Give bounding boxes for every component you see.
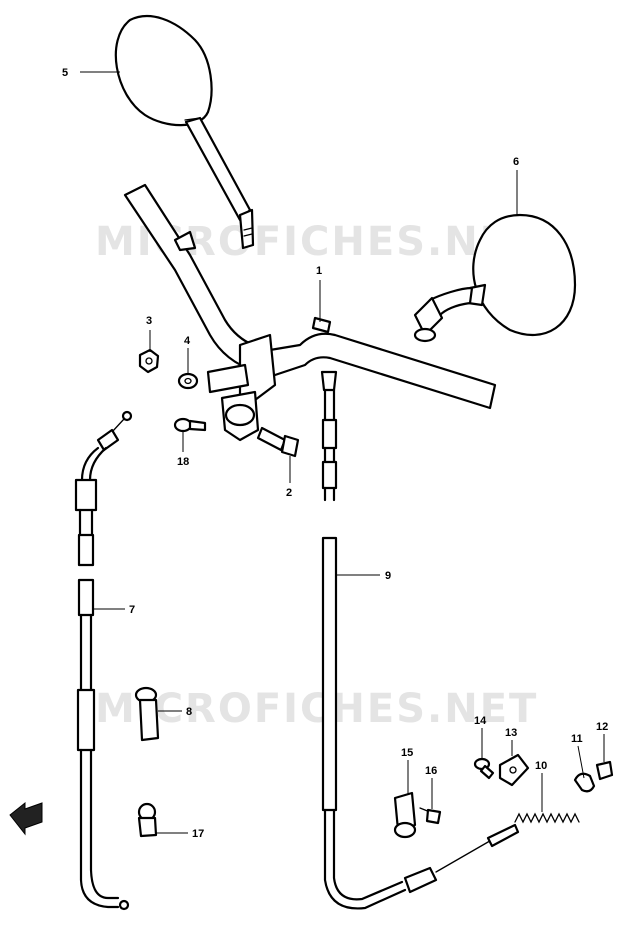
- callout-16: 16: [425, 765, 437, 777]
- callout-5: 5: [62, 67, 68, 79]
- cable-clip: [573, 772, 596, 793]
- bracket-plate: [498, 753, 530, 787]
- left-mirror: [114, 15, 255, 250]
- cable-clamp: [137, 802, 158, 838]
- callout-2: 2: [286, 487, 292, 499]
- throttle-cable: [320, 370, 520, 910]
- cable-guide: [134, 686, 160, 742]
- small-bolt: [473, 757, 495, 780]
- front-arrow-icon: [9, 801, 43, 836]
- callout-11: 11: [571, 733, 583, 745]
- callout-8: 8: [186, 706, 192, 718]
- bolt: [256, 426, 300, 458]
- cable-cap: [595, 760, 614, 781]
- nut: [138, 348, 160, 374]
- holder-screw: [419, 807, 442, 825]
- callout-6: 6: [513, 156, 519, 168]
- callout-15: 15: [401, 747, 413, 759]
- callout-4: 4: [184, 335, 191, 347]
- right-mirror: [413, 213, 577, 343]
- washer: [177, 372, 199, 390]
- callout-3: 3: [146, 315, 152, 327]
- callout-13: 13: [505, 727, 517, 739]
- callout-17: 17: [192, 828, 204, 840]
- handlebar: [123, 183, 497, 442]
- watermark-bottom: MICROFICHES.NET: [95, 686, 538, 732]
- callout-12: 12: [596, 721, 608, 733]
- callout-18: 18: [177, 456, 189, 468]
- callout-1: 1: [316, 265, 322, 277]
- screw: [173, 417, 207, 433]
- callout-9: 9: [385, 570, 391, 582]
- callout-10: 10: [535, 760, 547, 772]
- callout-7: 7: [129, 604, 135, 616]
- spring: [514, 812, 580, 824]
- left-cable: [74, 410, 133, 911]
- callout-14: 14: [474, 715, 487, 727]
- cable-holder: [393, 791, 417, 839]
